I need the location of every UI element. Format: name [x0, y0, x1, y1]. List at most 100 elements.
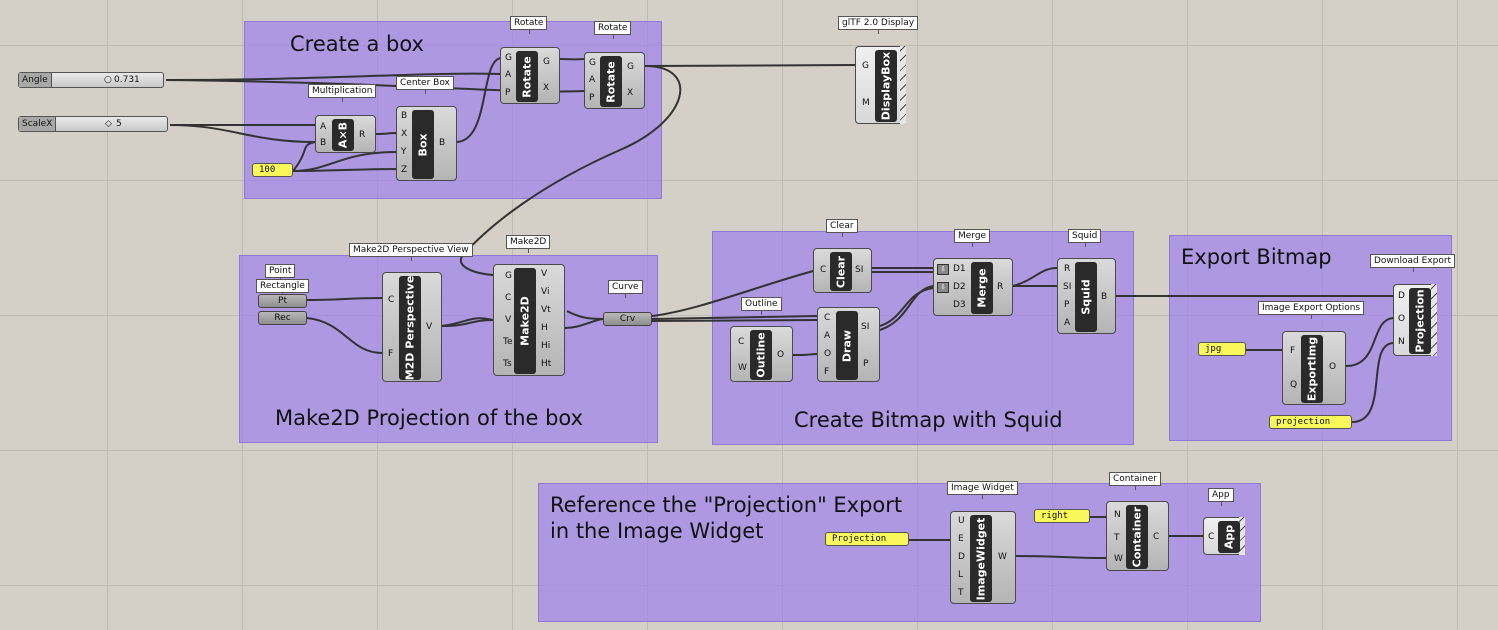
input-port-a[interactable]: A — [824, 331, 831, 341]
param-crv[interactable]: Crv — [603, 312, 652, 326]
output-port-g[interactable]: G — [627, 62, 634, 72]
multiplication-component[interactable]: A×B A B R — [315, 115, 376, 153]
input-port-c[interactable]: C — [820, 265, 827, 275]
input-port-o[interactable]: O — [824, 349, 832, 359]
input-port-v[interactable]: V — [505, 315, 512, 325]
input-port-d2[interactable]: D2 — [953, 282, 966, 292]
output-port-vi[interactable]: Vi — [541, 287, 550, 297]
panel-100[interactable]: 100 — [252, 163, 293, 177]
output-port-b[interactable]: B — [1101, 292, 1108, 302]
input-port-si[interactable]: SI — [1063, 282, 1072, 292]
outline-component[interactable]: Outline C W O — [730, 326, 793, 382]
m2d-perspective-component[interactable]: M2D Perspective C F V — [382, 272, 442, 382]
input-port-d[interactable]: D — [1398, 291, 1405, 301]
container-component[interactable]: Container N T W C — [1106, 501, 1169, 571]
input-port-ts[interactable]: Ts — [503, 359, 512, 369]
output-port-w[interactable]: W — [998, 552, 1007, 562]
input-port-e[interactable]: E — [958, 534, 964, 544]
input-port-n[interactable]: N — [1114, 510, 1121, 520]
rotate-component-1[interactable]: Rotate G A P G X — [500, 47, 560, 104]
input-port-o[interactable]: O — [1398, 314, 1406, 324]
input-port-p[interactable]: P — [589, 93, 595, 103]
input-port-b[interactable]: B — [320, 138, 327, 148]
panel-projection-lower[interactable]: projection — [1269, 415, 1352, 429]
merge-component[interactable]: ⇩ ⇩ Merge D1 D2 D3 R — [933, 258, 1013, 316]
panel-jpg[interactable]: jpg — [1198, 342, 1246, 356]
input-port-b[interactable]: B — [401, 111, 408, 121]
input-port-c[interactable]: C — [824, 313, 831, 323]
clear-component[interactable]: Clear C SI — [813, 248, 872, 293]
squid-component[interactable]: Squid R SI P A B — [1057, 258, 1116, 334]
param-pt[interactable]: Pt — [258, 294, 307, 308]
scalex-slider[interactable]: ScaleX ◇ 5 — [18, 116, 168, 132]
input-port-m[interactable]: M — [862, 98, 870, 108]
input-port-g[interactable]: G — [505, 53, 512, 63]
input-port-x[interactable]: X — [401, 129, 408, 139]
input-port-c[interactable]: C — [738, 337, 745, 347]
group-make2d-projection[interactable]: Make2D Projection of the box — [239, 255, 658, 443]
slider-grip[interactable]: ○ — [104, 75, 112, 85]
output-port-vt[interactable]: Vt — [541, 305, 551, 315]
output-port-si[interactable]: SI — [855, 265, 864, 275]
input-port-t[interactable]: T — [958, 588, 964, 598]
input-port-l[interactable]: L — [958, 570, 964, 580]
input-port-u[interactable]: U — [958, 516, 965, 526]
angle-slider[interactable]: Angle ○ 0.731 — [18, 72, 164, 88]
output-port-r[interactable]: R — [997, 282, 1004, 292]
input-port-g[interactable]: G — [862, 61, 869, 71]
input-port-g[interactable]: G — [589, 58, 596, 68]
output-port-o[interactable]: O — [777, 350, 785, 360]
input-port-c[interactable]: C — [388, 295, 395, 305]
input-port-p[interactable]: P — [1064, 300, 1070, 310]
output-port-v[interactable]: V — [426, 322, 433, 332]
output-port-ht[interactable]: Ht — [541, 359, 552, 369]
rotate-component-2[interactable]: Rotate G A P G X — [584, 52, 645, 109]
input-port-r[interactable]: R — [1064, 264, 1071, 274]
input-port-z[interactable]: Z — [401, 165, 408, 175]
input-port-d3[interactable]: D3 — [953, 300, 966, 310]
param-rec[interactable]: Rec — [258, 311, 307, 325]
panel-projection-upper[interactable]: Projection — [825, 532, 909, 546]
projection-component[interactable]: Projection D O N — [1393, 284, 1437, 356]
input-port-a[interactable]: A — [320, 122, 327, 132]
input-port-a[interactable]: A — [505, 70, 512, 80]
output-port-hi[interactable]: Hi — [541, 341, 551, 351]
input-port-t[interactable]: T — [1114, 533, 1120, 543]
output-port-p[interactable]: P — [863, 359, 869, 369]
input-port-q[interactable]: Q — [1290, 380, 1298, 390]
input-port-w[interactable]: W — [738, 363, 747, 373]
draw-component[interactable]: Draw C A O F SI P — [817, 307, 880, 382]
exportimg-component[interactable]: ExportImg F Q O — [1282, 331, 1346, 405]
input-port-te[interactable]: Te — [503, 337, 513, 347]
input-port-n[interactable]: N — [1398, 337, 1405, 347]
imagewidget-component[interactable]: ImageWidget U E D L T W — [950, 511, 1016, 604]
displaybox-component[interactable]: DisplayBox G M — [855, 46, 906, 124]
input-port-c[interactable]: C — [1208, 532, 1215, 542]
input-port-f[interactable]: F — [388, 349, 394, 359]
output-port-x[interactable]: X — [627, 88, 634, 98]
output-port-x[interactable]: X — [543, 83, 550, 93]
output-port-r[interactable]: R — [359, 130, 366, 140]
output-port-b[interactable]: B — [439, 138, 446, 148]
make2d-component[interactable]: Make2D G C V Te Ts V Vi Vt H Hi Ht — [493, 264, 565, 376]
input-port-y[interactable]: Y — [401, 147, 407, 157]
input-port-g[interactable]: G — [505, 271, 512, 281]
output-port-c[interactable]: C — [1153, 532, 1160, 542]
input-port-w[interactable]: W — [1114, 554, 1123, 564]
output-port-si[interactable]: SI — [861, 322, 870, 332]
output-port-g[interactable]: G — [543, 57, 550, 67]
panel-right[interactable]: right — [1034, 509, 1090, 523]
output-port-v[interactable]: V — [541, 269, 548, 279]
input-port-a[interactable]: A — [1064, 318, 1071, 328]
input-port-d[interactable]: D — [958, 552, 965, 562]
output-port-o[interactable]: O — [1329, 362, 1337, 372]
input-port-f[interactable]: F — [1290, 346, 1296, 356]
slider-grip[interactable]: ◇ — [105, 119, 112, 129]
input-port-d1[interactable]: D1 — [953, 264, 966, 274]
input-port-c[interactable]: C — [505, 293, 512, 303]
output-port-h[interactable]: H — [541, 323, 548, 333]
input-port-f[interactable]: F — [824, 367, 830, 377]
input-port-a[interactable]: A — [589, 75, 596, 85]
box-component[interactable]: Box B X Y Z B — [396, 106, 457, 181]
input-port-p[interactable]: P — [505, 88, 511, 98]
